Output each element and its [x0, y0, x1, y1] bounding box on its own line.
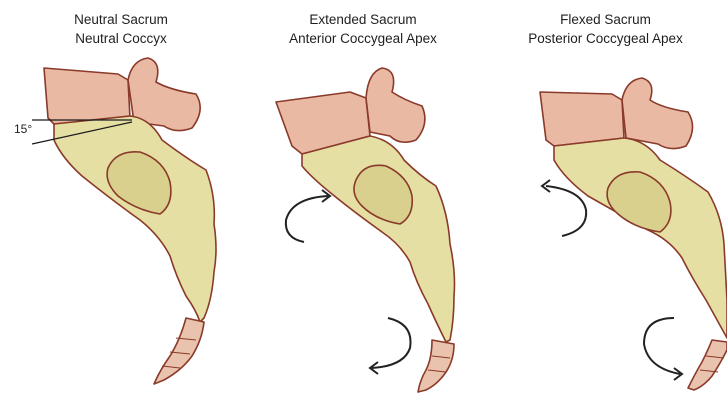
coccyx	[688, 340, 727, 390]
sacrum-body	[554, 138, 727, 338]
l5-posterior-elements	[366, 68, 425, 142]
sacrum-extended-illustration	[242, 0, 484, 394]
l5-vertebra-body	[540, 92, 624, 146]
panel-neutral: Neutral Sacrum Neutral Coccyx 15°	[0, 0, 242, 394]
coccyx	[154, 318, 204, 384]
curved-arrow-icon	[286, 190, 330, 242]
curved-arrow-icon	[644, 318, 682, 380]
coccyx	[418, 340, 454, 392]
l5-vertebra-body	[44, 68, 130, 124]
curved-arrow-icon	[370, 318, 411, 374]
sacrum-neutral-illustration	[0, 0, 242, 394]
panel-extended: Extended Sacrum Anterior Coccygeal Apex	[242, 0, 484, 394]
l5-posterior-elements	[622, 78, 693, 149]
sacrum-bone	[44, 58, 216, 384]
panel-flexed: Flexed Sacrum Posterior Coccygeal Apex	[484, 0, 727, 394]
sacrum-bone	[276, 68, 455, 392]
angle-label: 15°	[14, 122, 32, 136]
sacrum-body	[54, 116, 216, 322]
sacrum-flexed-illustration	[484, 0, 727, 394]
